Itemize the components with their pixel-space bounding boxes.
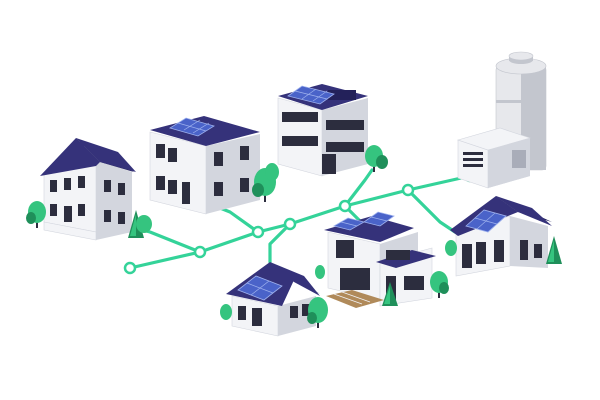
grid-nodes: [123, 169, 477, 275]
tree-icon: [546, 236, 562, 264]
tree-icon: [382, 282, 398, 306]
house-flat-roof-solar: [149, 116, 279, 215]
grid-node-icon: [401, 183, 415, 197]
battery-storage: [456, 51, 547, 189]
grid-node-icon: [251, 225, 265, 239]
house-icon: [226, 262, 320, 337]
grid-line-right-house: [406, 188, 457, 234]
house-icon: [149, 116, 260, 215]
house-icon: [40, 138, 136, 241]
inverter-box: [456, 127, 532, 189]
grid-node-icon: [283, 217, 297, 231]
grid-node-icon: [193, 245, 207, 259]
house-icon: [324, 216, 436, 307]
tree-icon: [220, 304, 232, 320]
tree-icon: [307, 297, 328, 328]
tree-icon: [265, 163, 279, 181]
tree-icon: [430, 271, 449, 298]
tree-icon: [315, 265, 325, 279]
solar-panel-icon: [169, 117, 215, 137]
grid-node-icon: [338, 199, 352, 213]
tree-icon: [136, 215, 152, 233]
wooden-deck: [326, 290, 384, 308]
grid-line-right-branch: [343, 168, 374, 208]
tree-icon: [26, 201, 46, 228]
grid-line-lower-branch: [268, 222, 292, 264]
solar-panel-icon: [237, 275, 283, 301]
tree-icon: [445, 240, 457, 256]
tree-icon: [365, 145, 388, 172]
grid-node-icon: [123, 261, 137, 275]
house-classic-left: [26, 138, 152, 241]
solar-panel-icon: [465, 209, 507, 233]
house-gabled-bottom: [220, 262, 328, 337]
house-modern-villa: [315, 211, 449, 308]
solar-panel-icon: [332, 211, 395, 231]
solar-panel-icon: [287, 85, 335, 105]
house-gabled-right: [445, 196, 562, 277]
house-icon: [450, 196, 552, 277]
building-modern-top: [277, 84, 388, 177]
